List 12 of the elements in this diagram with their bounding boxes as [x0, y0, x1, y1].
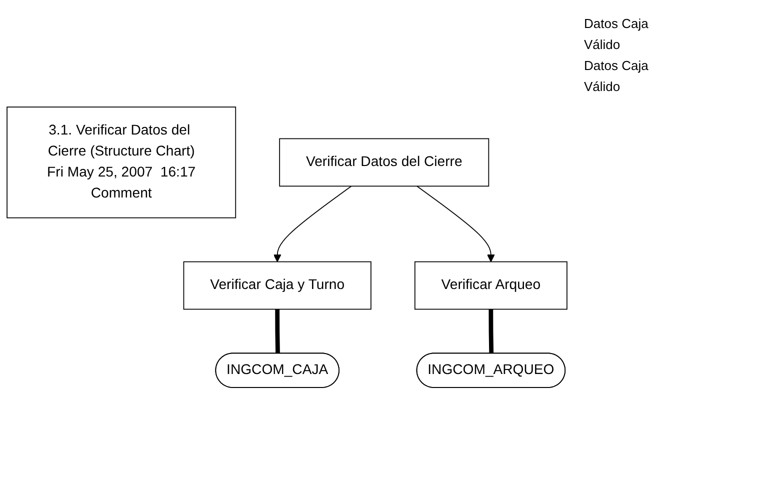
couple-label: Datos Caja	[584, 58, 650, 73]
node-box: 3.1. Verificar Datos del Cierre (Structure Chart) Fri May 25, 2007 16:17 Comment	[6, 106, 236, 218]
arrow	[273, 185, 352, 262]
couple-label: Datos Caja	[584, 16, 650, 31]
connector	[488, 308, 494, 354]
couple-label: Válido	[584, 37, 622, 52]
connector	[275, 308, 280, 354]
node-box: Verificar Arqueo	[414, 261, 568, 310]
couple-label: Válido	[584, 79, 622, 94]
node-box: Verificar Datos del Cierre	[279, 138, 490, 186]
arrow	[416, 185, 495, 262]
node-box: Verificar Caja y Turno	[183, 261, 372, 310]
